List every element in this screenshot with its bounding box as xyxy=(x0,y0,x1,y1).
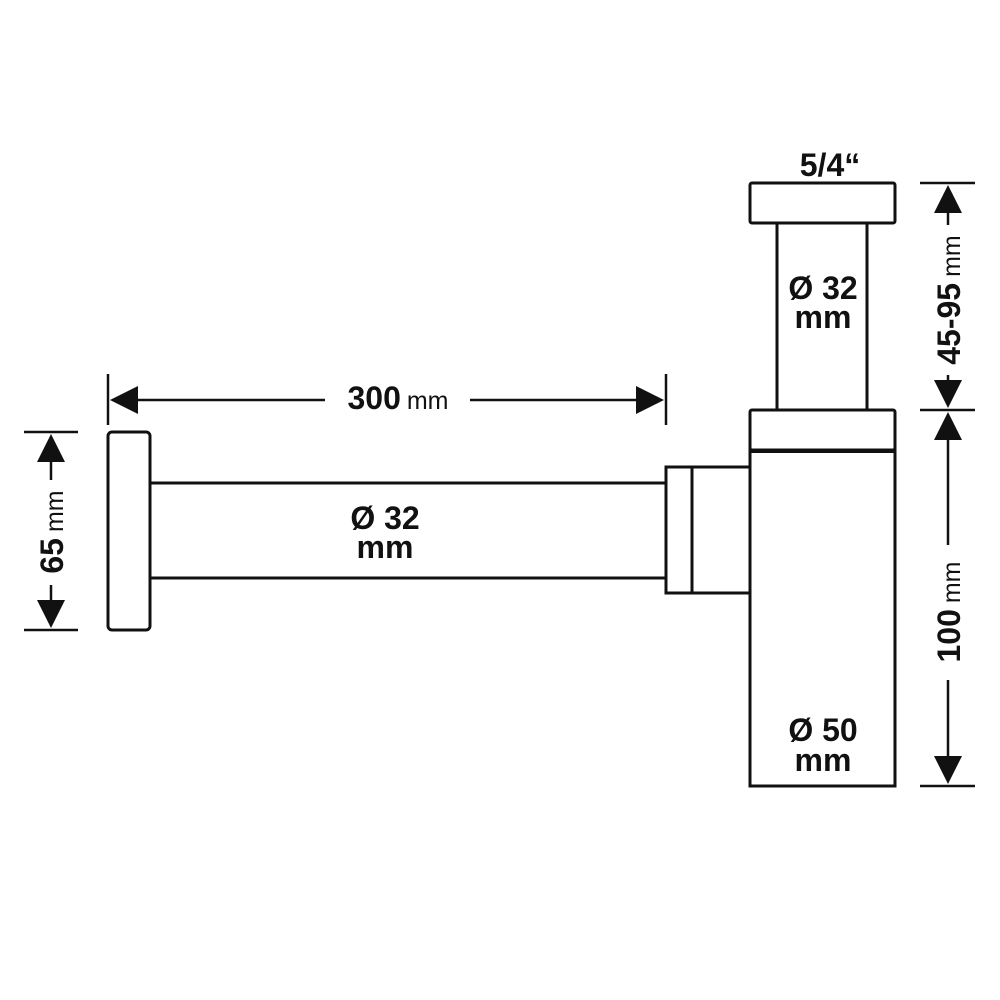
top-thread-nut xyxy=(748,181,897,225)
dimension-flange-height: 65mm xyxy=(24,430,78,632)
dimension-body-label: 100mm xyxy=(931,561,967,662)
arrow-right-icon xyxy=(636,386,664,414)
dimension-upper-height: 45-95mm xyxy=(920,181,975,412)
arrow-up-icon xyxy=(934,185,962,213)
bottle-body xyxy=(748,446,897,788)
arrow-down-icon xyxy=(37,600,65,628)
upper-pipe xyxy=(775,220,869,412)
upper-pipe-dia-unit: mm xyxy=(795,299,852,335)
elbow-connector xyxy=(690,465,752,595)
horizontal-pipe xyxy=(148,481,672,580)
thread-size-label: 5/4“ xyxy=(800,147,860,183)
arrow-down-icon xyxy=(934,756,962,784)
arrow-down-icon xyxy=(934,380,962,408)
arrow-up-icon xyxy=(37,434,65,462)
horizontal-pipe-dia-unit: mm xyxy=(357,529,414,565)
arrow-left-icon xyxy=(110,386,138,414)
dimension-body-height: 100mm xyxy=(920,412,975,788)
dimension-flange-label: 65mm xyxy=(34,490,70,573)
horizontal-nut xyxy=(664,465,694,595)
arrow-up-icon xyxy=(934,412,962,440)
horizontal-pipe-dia-value: Ø 32 xyxy=(350,500,419,536)
dimension-upper-label: 45-95mm xyxy=(931,235,967,365)
body-dia-value: Ø 50 xyxy=(788,712,857,748)
body-dia-unit: mm xyxy=(795,742,852,778)
body-nut xyxy=(748,408,897,452)
upper-pipe-dia-value: Ø 32 xyxy=(788,270,857,306)
wall-flange xyxy=(106,430,152,632)
